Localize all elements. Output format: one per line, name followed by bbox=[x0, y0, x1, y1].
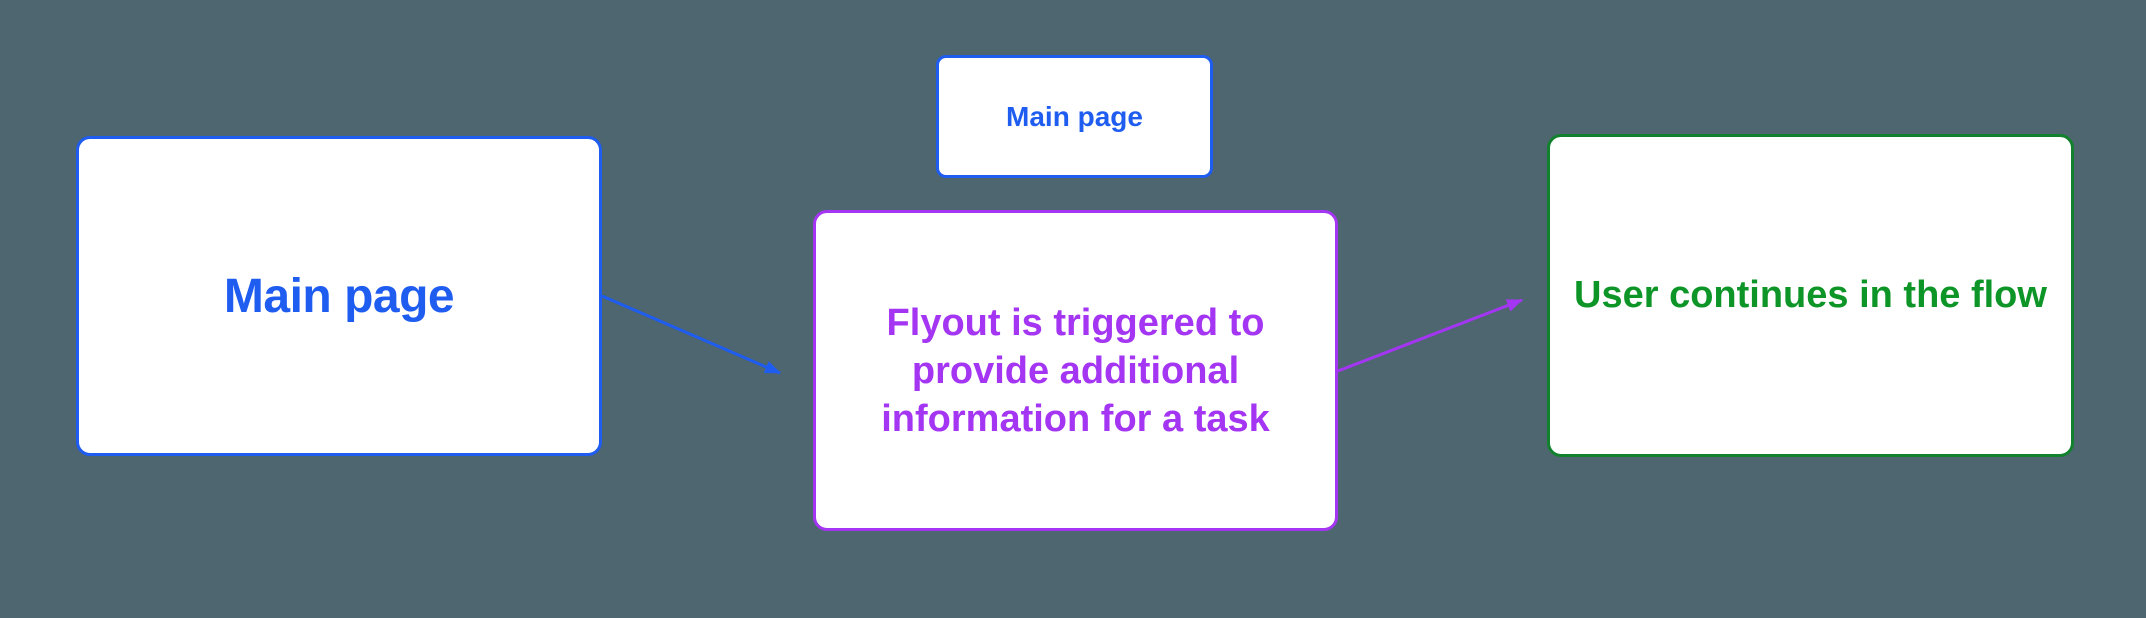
node-main-page-mini-label: Main page bbox=[1006, 100, 1143, 132]
node-main-page-mini[interactable]: Main page bbox=[936, 55, 1213, 178]
flyout-label-line-1: Flyout is triggered to bbox=[886, 301, 1265, 344]
node-user-continues[interactable]: User continues in the flow bbox=[1547, 134, 2074, 457]
connector-flyout-to-continue[interactable] bbox=[1337, 298, 1523, 373]
node-main-page-label: Main page bbox=[223, 269, 455, 323]
node-flyout[interactable]: Flyout is triggered to provide additiona… bbox=[813, 210, 1338, 531]
node-main-page[interactable]: Main page bbox=[76, 136, 602, 456]
connector-main-to-flyout[interactable] bbox=[601, 294, 781, 375]
node-flyout-label: Flyout is triggered to provide additiona… bbox=[859, 299, 1292, 443]
flyout-label-line-2: provide additional bbox=[911, 349, 1240, 392]
flyout-label-line-3: information for a task bbox=[881, 397, 1270, 440]
node-user-continues-label: User continues in the flow bbox=[1574, 274, 2047, 316]
